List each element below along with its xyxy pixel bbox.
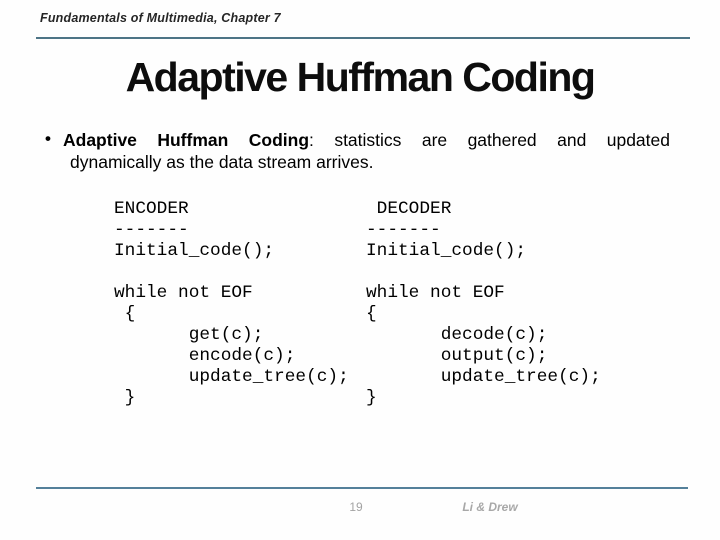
page-title: Adaptive Huffman Coding [125, 54, 596, 100]
encoder-pseudocode: ENCODER ------- Initial_code(); while no… [114, 199, 349, 408]
bullet-line-2: dynamically as the data stream arrives. [70, 152, 374, 172]
bullet-line-1: Adaptive Huffman Coding: statistics are … [63, 130, 670, 151]
authors-label: Li & Drew [462, 500, 518, 514]
bullet-icon: • [45, 129, 51, 148]
bullet-item: • Adaptive Huffman Coding: statistics ar… [45, 129, 670, 173]
decoder-pseudocode: DECODER ------- Initial_code(); while no… [366, 199, 601, 408]
header-divider [36, 37, 690, 39]
bullet-term: Adaptive Huffman Coding [63, 130, 310, 150]
footer-divider [36, 487, 688, 489]
page-number: 19 [349, 500, 363, 514]
header-course-label: Fundamentals of Multimedia, Chapter 7 [40, 11, 281, 25]
bullet-text: : statistics are gathered and updated [309, 130, 670, 150]
